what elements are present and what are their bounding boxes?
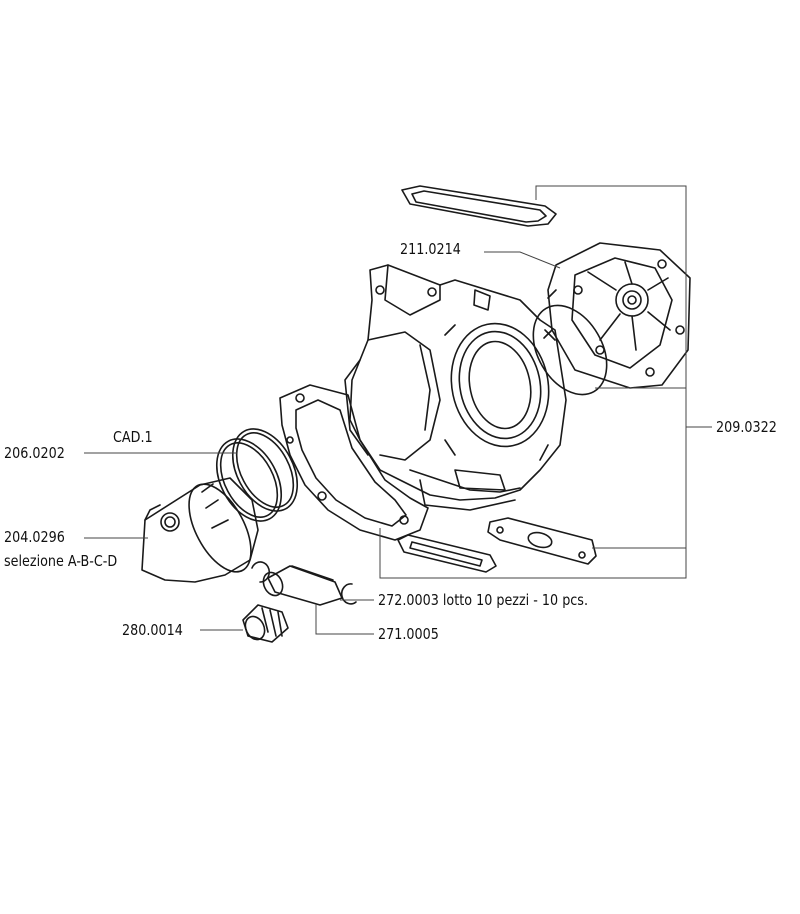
label-piston: 204.0296 [4, 528, 65, 546]
base-gasket [279, 384, 429, 541]
label-pin: 271.0005 [378, 625, 439, 643]
piston [141, 477, 259, 583]
piston-pin [262, 565, 343, 606]
label-ring: 206.0202 [4, 444, 65, 462]
leader-lines [84, 185, 712, 635]
label-ring-qty: CAD.1 [113, 428, 153, 446]
needle-bearing [242, 604, 289, 643]
intake-gasket [397, 534, 497, 573]
piston-rings [215, 428, 299, 522]
exhaust-gasket [487, 517, 597, 565]
label-piston-selection: selezione A-B-C-D [4, 552, 118, 570]
cylinder-head [543, 242, 691, 389]
label-circlip: 272.0003 lotto 10 pezzi - 10 pcs. [378, 591, 589, 609]
label-bearing: 280.0014 [122, 621, 183, 639]
circlips [251, 561, 357, 605]
head-oring [532, 304, 608, 396]
label-cylinder-head: 211.0214 [400, 240, 461, 258]
label-kit: 209.0322 [716, 418, 777, 436]
top-gasket [401, 185, 557, 227]
cylinder-block [344, 264, 567, 511]
